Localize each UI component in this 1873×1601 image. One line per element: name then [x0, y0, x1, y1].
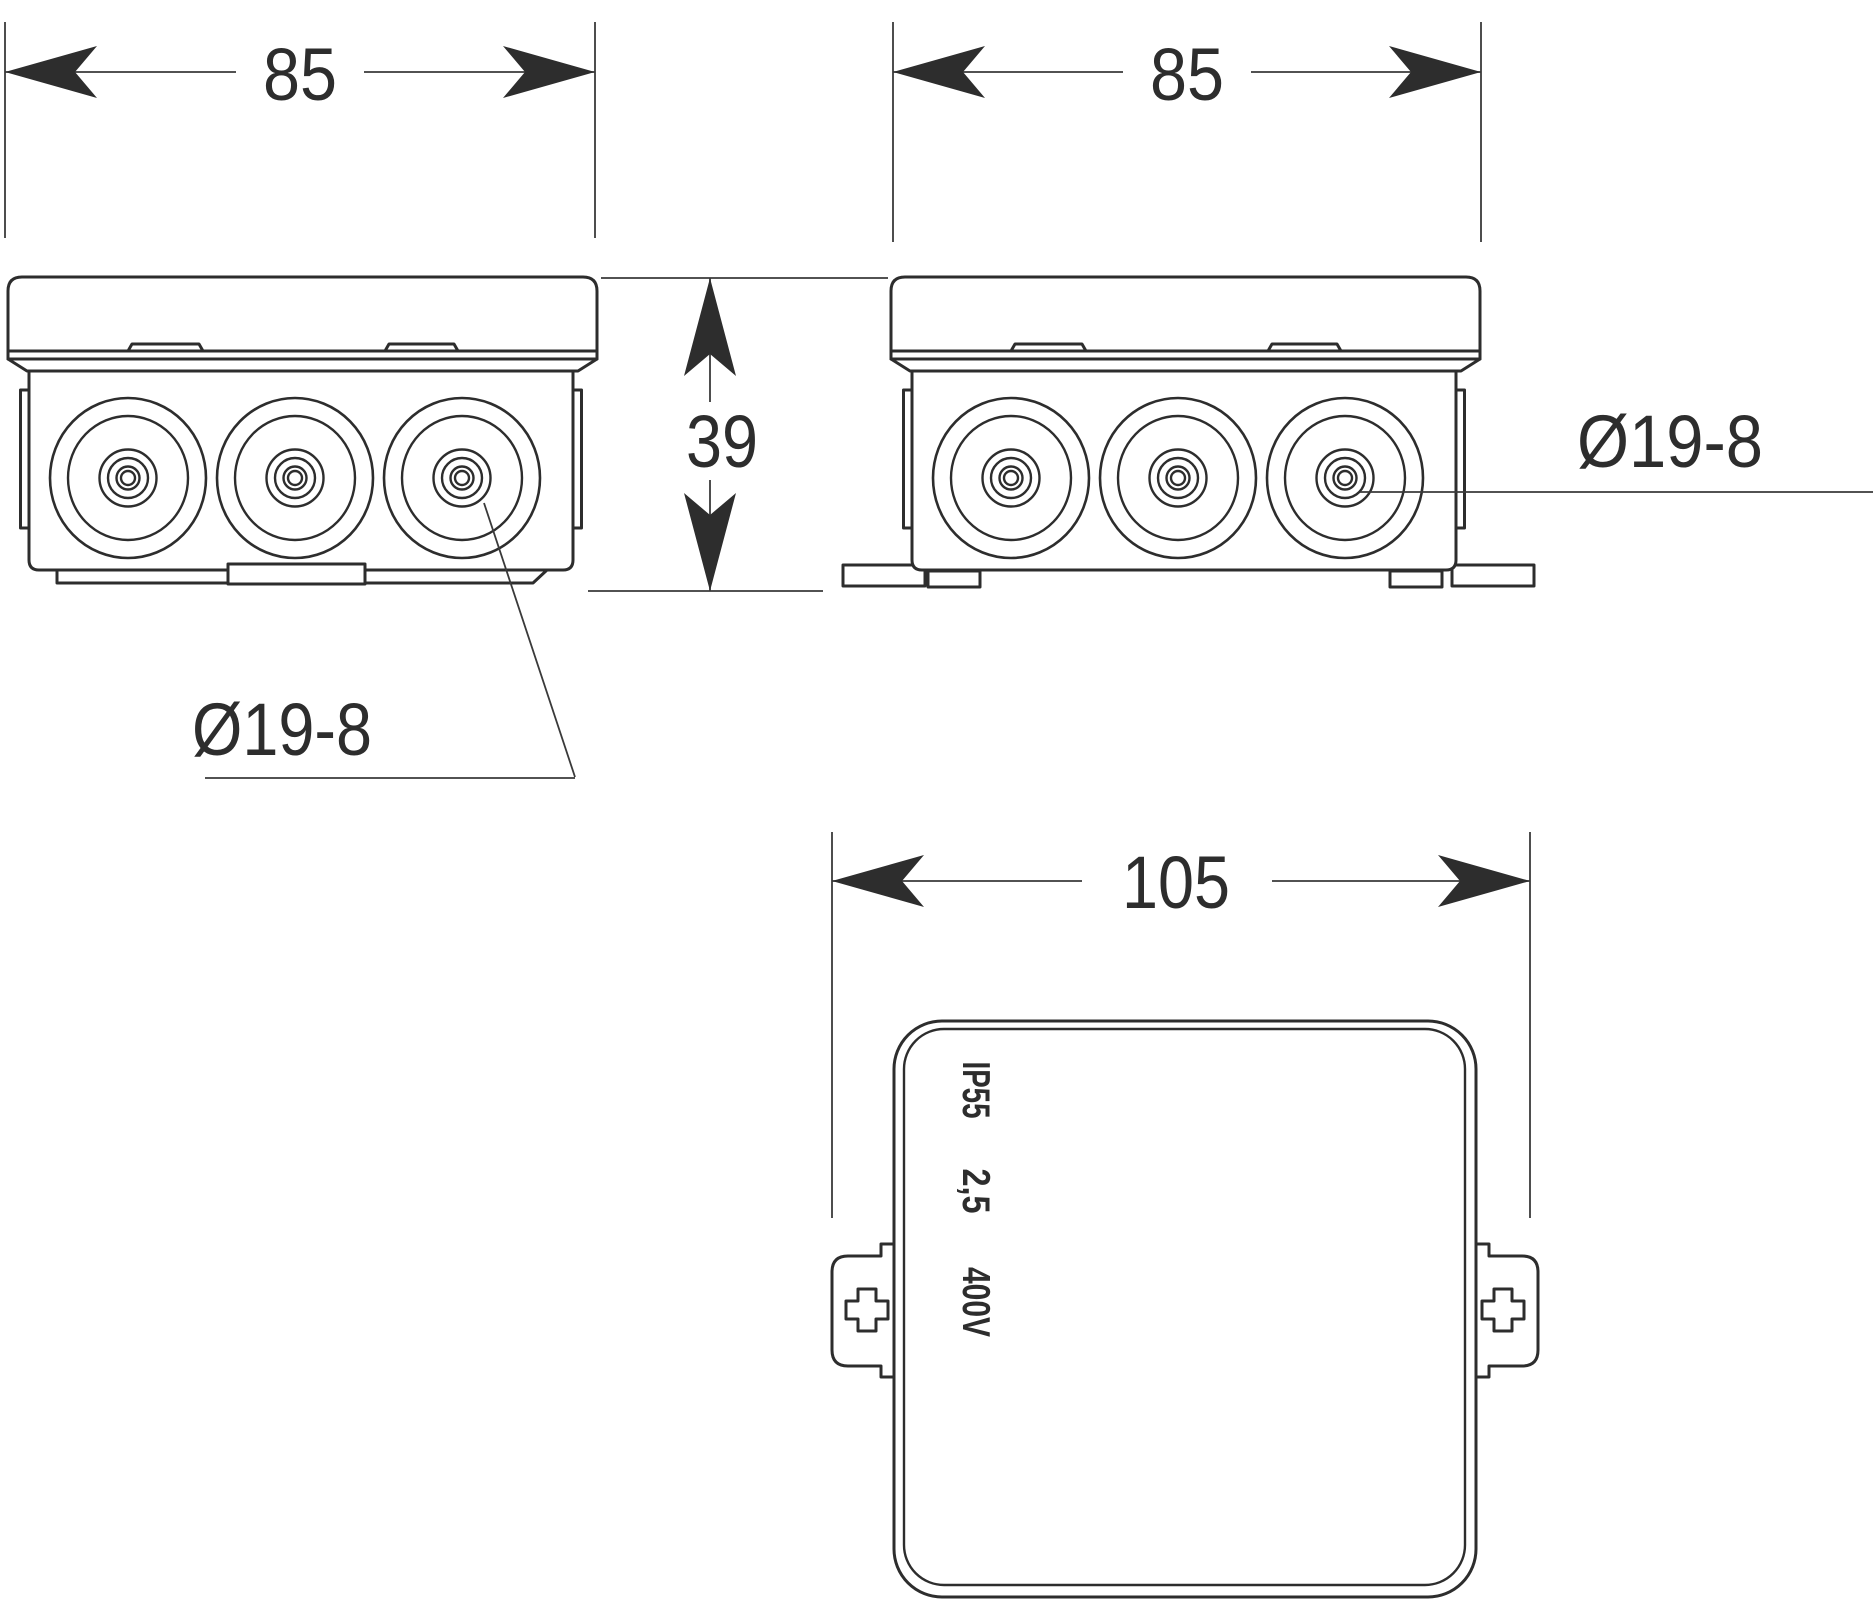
front-view-box — [6, 275, 599, 586]
bottom-step-right — [1388, 569, 1444, 589]
dim-label-front-width: 85 — [263, 33, 337, 116]
bottom-latch-tab — [226, 562, 367, 586]
knockout-label-front: Ø19-8 — [192, 688, 372, 771]
arrowhead-left-icon — [893, 46, 985, 98]
dim-top-width: 105 — [831, 832, 1531, 1218]
arrowhead-right-icon — [1438, 855, 1530, 907]
dim-front-width: 85 — [4, 22, 596, 238]
screw-cross-slot-icon — [844, 1287, 890, 1333]
knockout-callout-front: Ø19-8 — [192, 502, 576, 779]
top-view: 105 IP55 2,5 400V — [830, 832, 1540, 1599]
side-view: 85 Ø19-8 — [841, 22, 1873, 589]
leader-line — [483, 502, 576, 778]
front-view: 85 Ø19-8 39 — [4, 22, 888, 779]
dim-side-width: 85 — [892, 22, 1482, 242]
arrowhead-down-icon — [684, 493, 736, 591]
dim-label-height: 39 — [686, 400, 758, 483]
arrowhead-up-icon — [684, 278, 736, 376]
mounting-bracket-left — [830, 1242, 896, 1379]
knockout-callout-side: Ø19-8 — [1360, 400, 1873, 493]
marking-ip-rating: IP55 — [954, 1062, 997, 1119]
lid-top-face — [902, 1027, 1467, 1587]
mounting-foot-left — [841, 563, 927, 588]
top-view-box: IP55 2,5 400V — [892, 1019, 1478, 1599]
marking-conductor-size: 2,5 — [954, 1169, 997, 1214]
arrowhead-left-icon — [5, 46, 97, 98]
side-view-box — [841, 275, 1536, 589]
dim-height: 39 — [588, 277, 888, 592]
arrowhead-right-icon — [503, 46, 595, 98]
arrowhead-right-icon — [1389, 46, 1481, 98]
screw-cross-slot-icon — [1480, 1287, 1526, 1333]
mounting-foot-right — [1450, 563, 1536, 588]
dim-label-top-width: 105 — [1122, 841, 1230, 924]
marking-voltage: 400V — [954, 1267, 997, 1337]
dim-label-side-width: 85 — [1150, 33, 1224, 116]
arrowhead-left-icon — [832, 855, 924, 907]
knockout-label-side: Ø19-8 — [1577, 400, 1763, 483]
bottom-step-left — [926, 569, 982, 589]
lid-markings: IP55 2,5 400V — [954, 1062, 997, 1338]
mounting-bracket-right — [1474, 1242, 1540, 1379]
